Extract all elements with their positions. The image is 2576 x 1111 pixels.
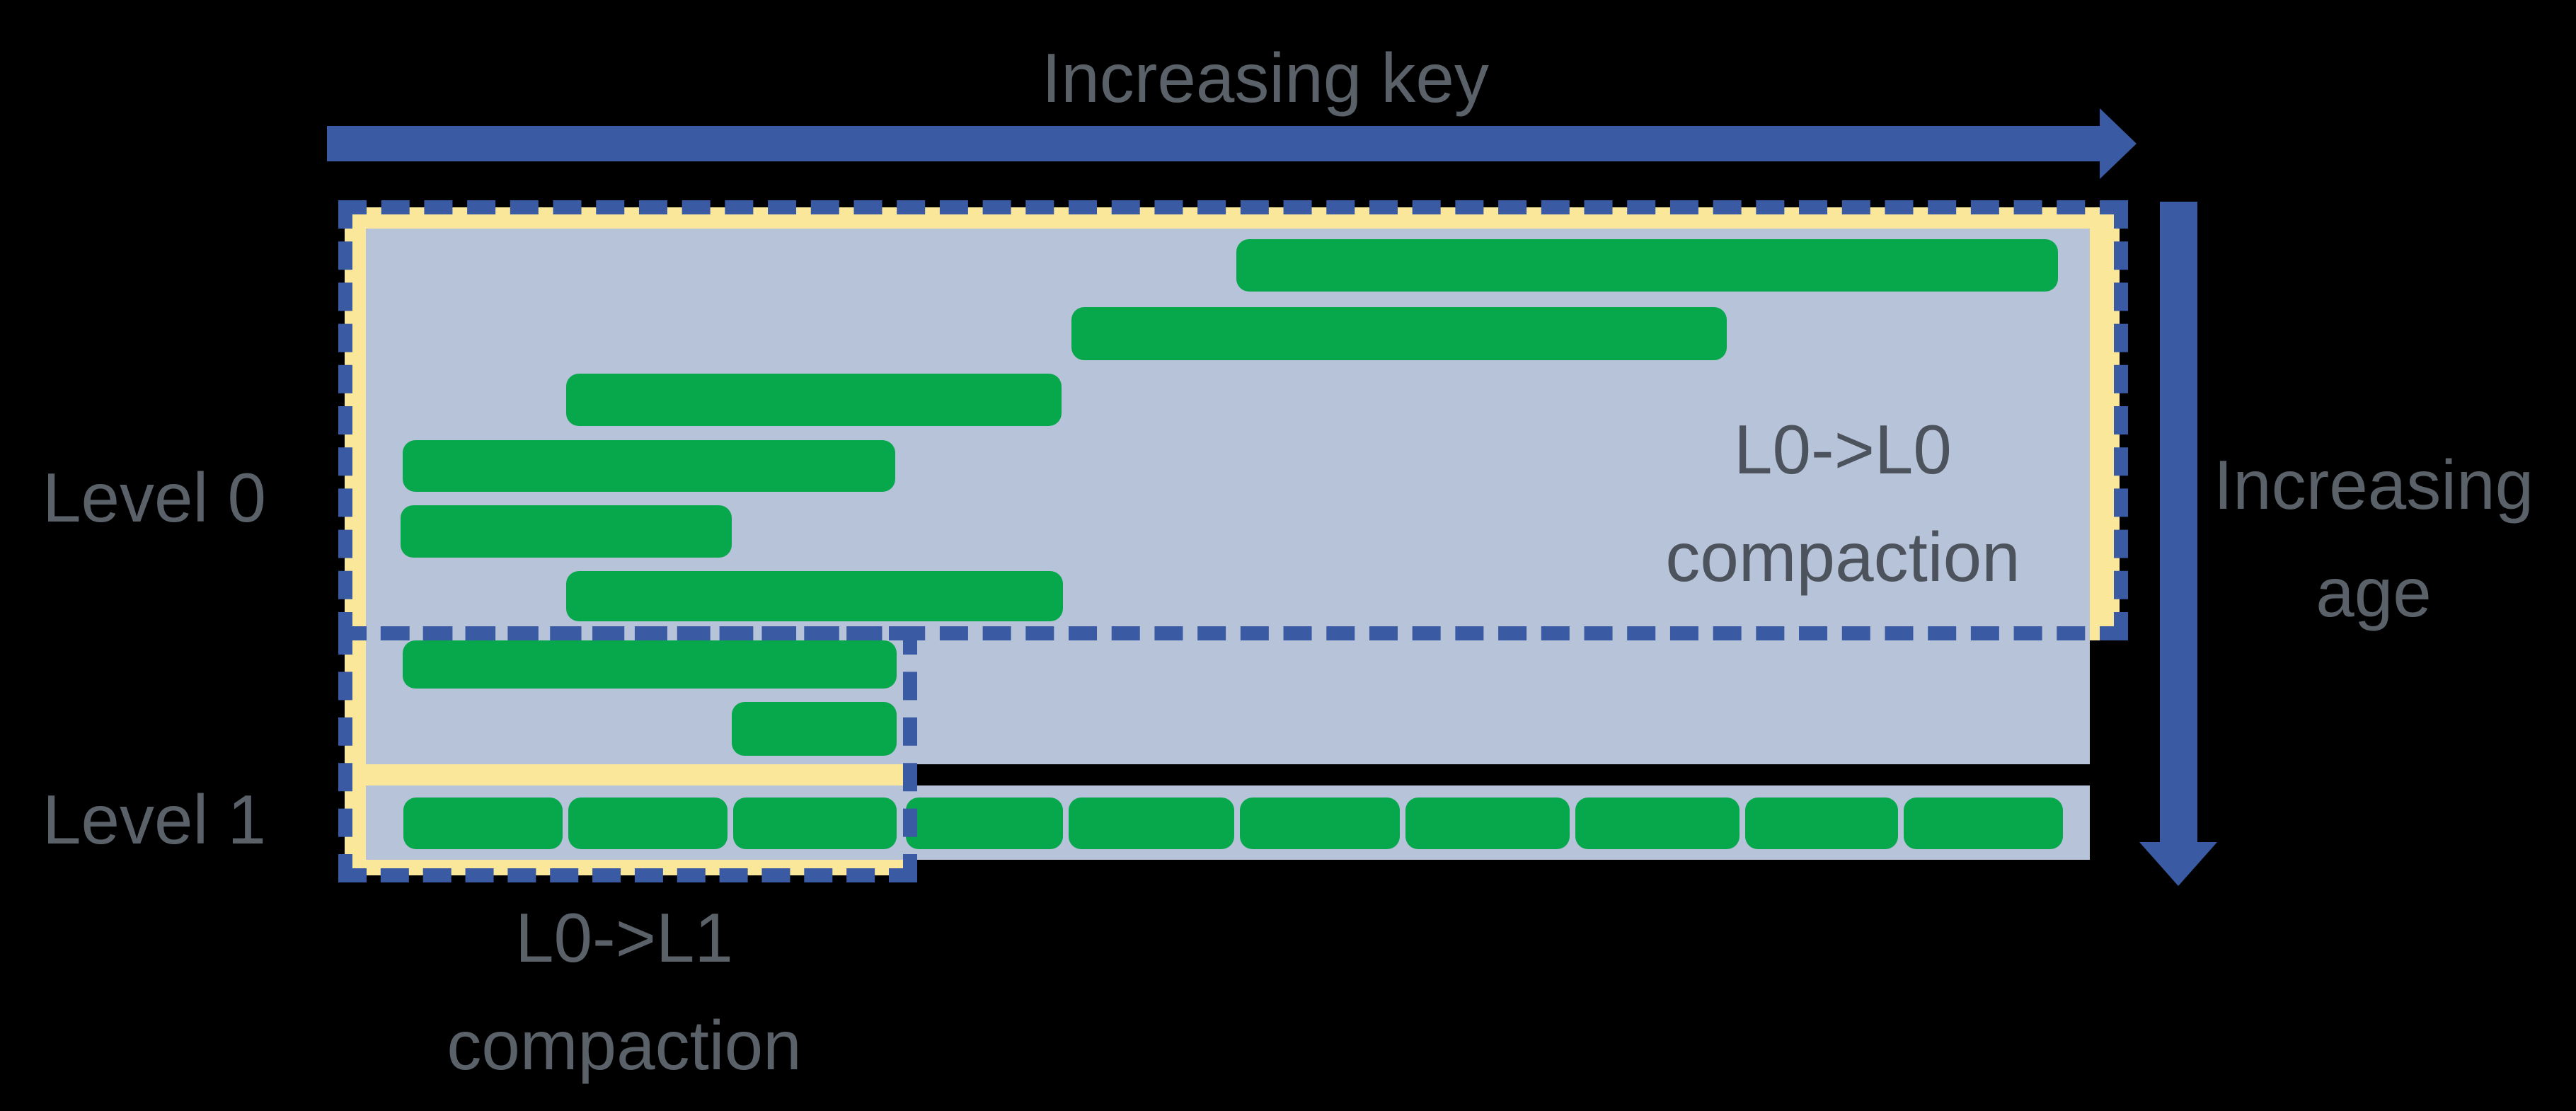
sstable-bar bbox=[566, 571, 1063, 621]
age-axis-arrowhead-icon bbox=[2139, 842, 2217, 886]
l0-l1-compaction-label: L0->L1 compaction bbox=[341, 885, 907, 1100]
age-axis-arrow bbox=[2160, 202, 2197, 842]
l0-l1-compaction-selection bbox=[338, 626, 917, 882]
sstable-tile bbox=[733, 798, 897, 849]
sstable-tile bbox=[1069, 798, 1234, 849]
sstable-bar bbox=[403, 440, 895, 492]
l0-l0-compaction-line2: compaction bbox=[1665, 517, 2020, 596]
sstable-bar bbox=[732, 702, 897, 756]
increasing-age-line2: age bbox=[2316, 553, 2432, 631]
l0-l1-compaction-line1: L0->L1 bbox=[515, 899, 733, 977]
sstable-bar bbox=[401, 505, 732, 558]
sstable-tile bbox=[1745, 798, 1898, 849]
increasing-key-label: Increasing key bbox=[1042, 39, 1489, 117]
sstable-tile bbox=[403, 798, 563, 849]
level1-label: Level 1 bbox=[42, 781, 267, 858]
l0-l1-compaction-line2: compaction bbox=[447, 1006, 802, 1084]
increasing-age-line1: Increasing bbox=[2213, 446, 2534, 524]
sstable-tile bbox=[1575, 798, 1740, 849]
sstable-bar bbox=[403, 640, 897, 689]
level0-label: Level 0 bbox=[42, 459, 267, 536]
l0-l0-compaction-label: L0->L0 compaction bbox=[1560, 396, 2126, 611]
sstable-tile bbox=[568, 798, 728, 849]
key-axis-arrow bbox=[327, 126, 2100, 161]
sstable-bar bbox=[1236, 239, 2058, 292]
increasing-age-label: Increasing age bbox=[2197, 432, 2551, 647]
sstable-tile bbox=[1405, 798, 1570, 849]
key-axis-arrowhead-icon bbox=[2100, 108, 2137, 179]
l0-l0-compaction-line1: L0->L0 bbox=[1734, 410, 1952, 488]
sstable-tile bbox=[1240, 798, 1400, 849]
sstable-bar bbox=[1071, 307, 1727, 360]
sstable-tile bbox=[906, 798, 1063, 849]
sstable-bar bbox=[566, 374, 1062, 426]
sstable-tile bbox=[1904, 798, 2063, 849]
